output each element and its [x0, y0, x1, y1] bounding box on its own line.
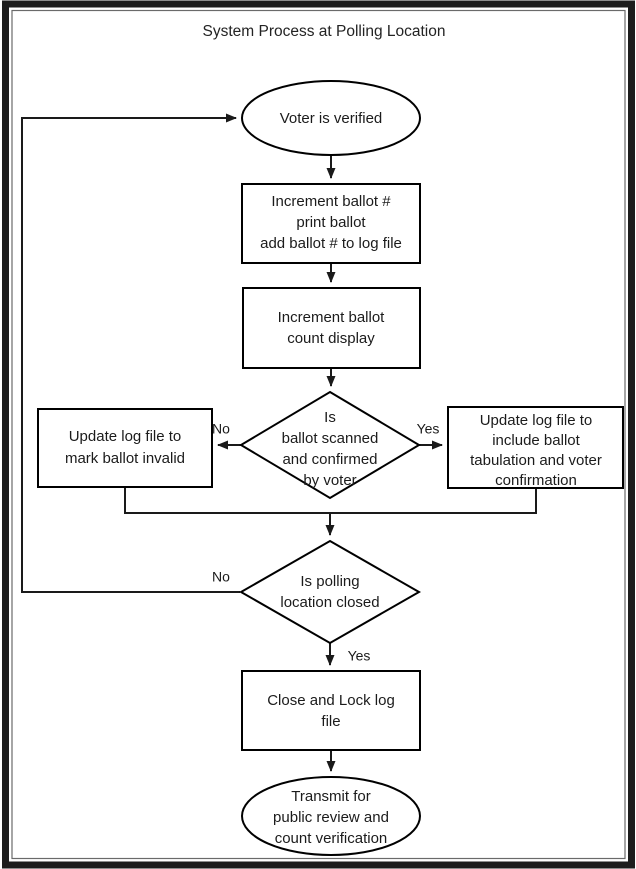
node-update-log-mark-invalid[interactable]: Update log file to mark ballot invalid	[37, 408, 213, 488]
node-update-log-include-tabulation[interactable]: Update log file to include ballot tabula…	[447, 406, 624, 489]
inner-frame-border	[11, 9, 626, 860]
scan-decision-diamond-shape	[239, 390, 421, 500]
scan-decision-label-line-1: Is	[324, 409, 336, 426]
close-lock-rect-shape	[241, 670, 421, 751]
increment-print-label-line-2: print ballot	[296, 214, 366, 231]
scan-decision-label-line-4: by voter	[303, 472, 356, 489]
edge-label-scan-no: No	[212, 421, 230, 437]
include-tabulation-label-line-3: tabulation and voter	[470, 452, 602, 469]
transmit-ellipse-shape	[241, 776, 421, 856]
increment-print-label-line-3: add ballot # to log file	[260, 235, 402, 252]
polling-decision-label-line-2: location closed	[280, 594, 379, 611]
node-decision-polling-closed[interactable]: Is polling location closed	[238, 539, 422, 645]
edge-label-polling-yes: Yes	[348, 648, 371, 664]
increment-print-rect-shape	[241, 183, 421, 264]
mark-invalid-label-line-1: Update log file to	[69, 428, 182, 445]
scan-decision-label-line-3: and confirmed	[282, 451, 377, 468]
mark-invalid-label-line-2: mark ballot invalid	[65, 450, 185, 467]
node-decision-ballot-scanned[interactable]: Is ballot scanned and confirmed by voter	[239, 390, 421, 500]
close-lock-label-line-1: Close and Lock log	[267, 692, 395, 709]
polling-decision-label-line-1: Is polling	[300, 573, 359, 590]
mark-invalid-rect-shape	[37, 408, 213, 488]
include-tabulation-label-line-1: Update log file to	[480, 412, 593, 429]
count-display-label-line-1: Increment ballot	[278, 309, 386, 326]
edge-label-polling-no: No	[212, 569, 230, 585]
increment-print-label-line-1: Increment ballot #	[271, 193, 391, 210]
edge-include-tabulation-to-merge	[330, 488, 537, 514]
close-lock-label-line-2: file	[321, 713, 340, 730]
include-tabulation-label-line-4: confirmation	[495, 472, 577, 489]
node-close-and-lock-log-file[interactable]: Close and Lock log file	[241, 670, 421, 751]
count-display-label-line-2: count display	[287, 330, 375, 347]
transmit-label-line-2: public review and	[273, 809, 389, 826]
start-label-line-1: Voter is verified	[280, 110, 383, 127]
node-increment-print-ballot[interactable]: Increment ballot # print ballot add ball…	[241, 183, 421, 264]
count-display-rect-shape	[242, 287, 421, 369]
scan-decision-label-line-2: ballot scanned	[282, 430, 379, 447]
transmit-label-line-3: count verification	[275, 830, 388, 847]
node-start-voter-verified[interactable]: Voter is verified	[241, 80, 421, 156]
polling-decision-diamond-shape	[238, 539, 422, 645]
include-tabulation-rect-shape	[447, 406, 624, 489]
edge-loop-return-to-start	[21, 113, 240, 593]
edge-label-scan-yes: Yes	[417, 421, 440, 437]
node-increment-count-display[interactable]: Increment ballot count display	[242, 287, 421, 369]
node-transmit-for-public-review[interactable]: Transmit for public review and count ver…	[241, 776, 421, 856]
start-ellipse-shape	[241, 80, 421, 156]
include-tabulation-label-line-2: include ballot	[492, 432, 580, 449]
edge-mark-invalid-to-merge	[124, 487, 330, 514]
transmit-label-line-1: Transmit for	[291, 788, 370, 805]
page-title: System Process at Polling Location	[203, 23, 446, 40]
